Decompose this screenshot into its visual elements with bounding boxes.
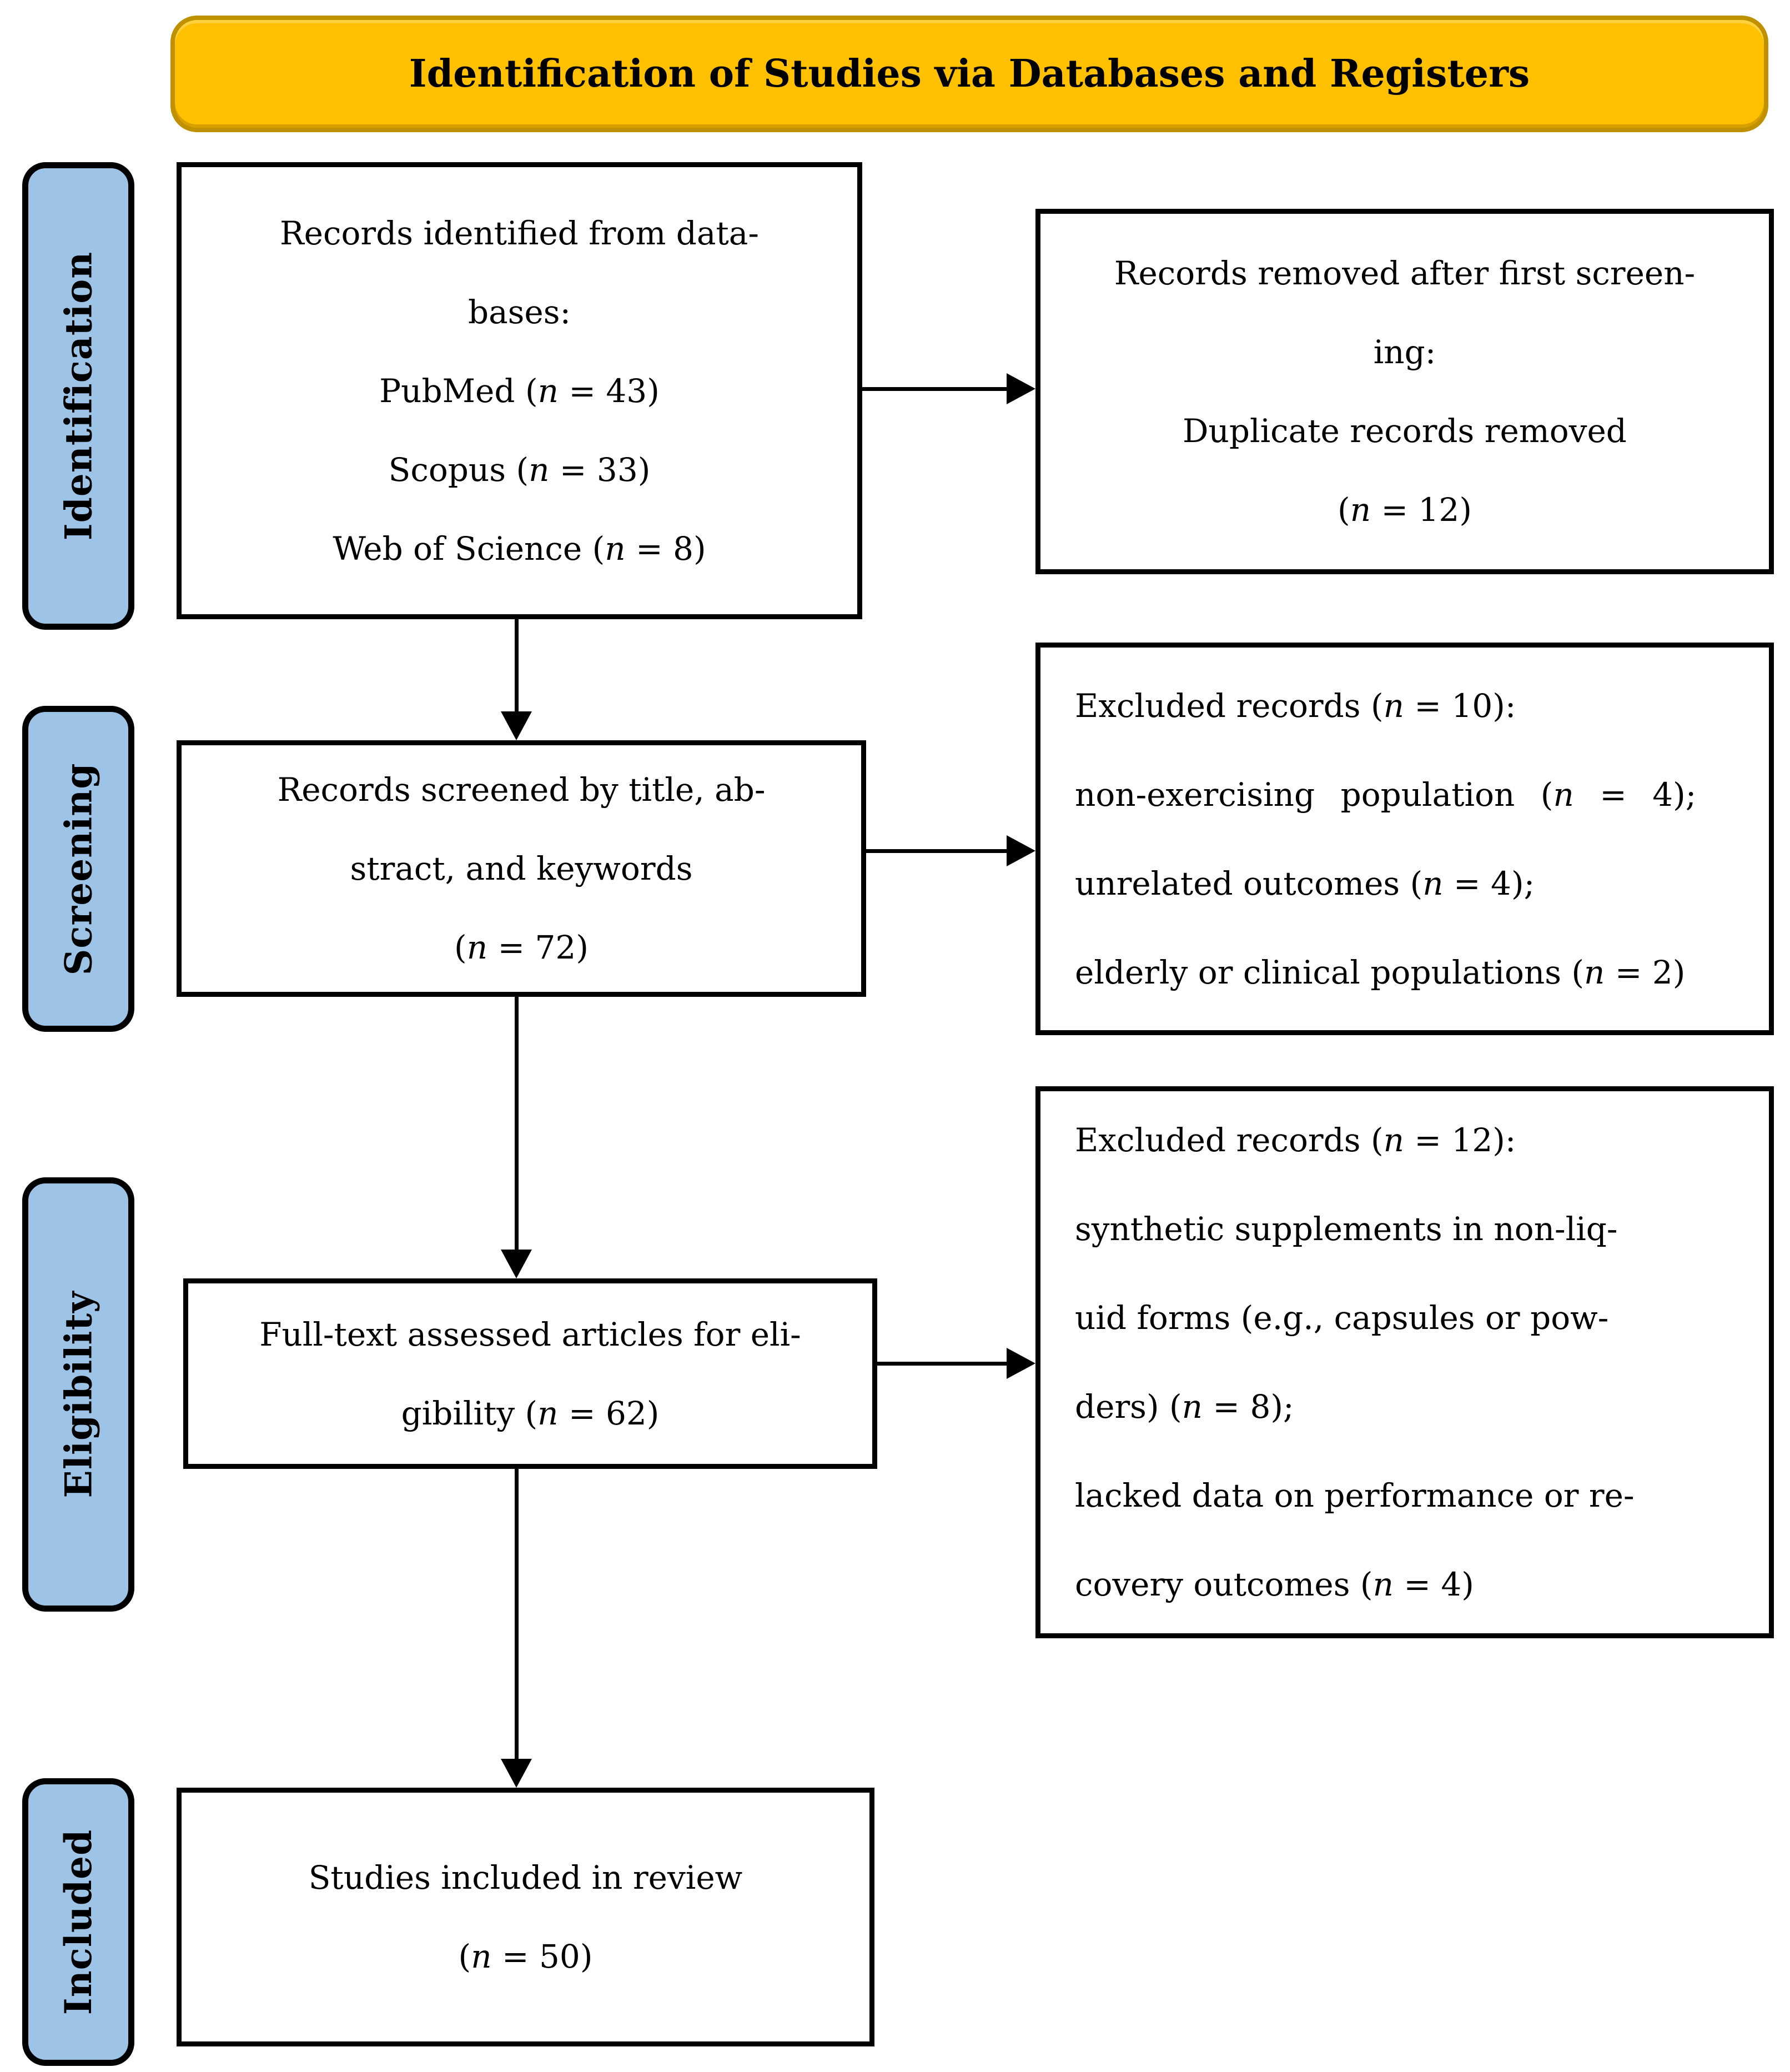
arrowhead-down-icon bbox=[501, 711, 532, 740]
box-records-removed-first-screening: Records removed after first screen-ing: D… bbox=[1035, 209, 1774, 574]
text-line: PubMed (n = 43) bbox=[379, 372, 660, 410]
text-line: lacked data on performance or re- bbox=[1075, 1477, 1635, 1514]
arrowhead-right-icon bbox=[1007, 373, 1035, 404]
stage-label-eligibility: Eligibility bbox=[22, 1177, 134, 1612]
text-line: (n = 50) bbox=[458, 1938, 593, 1975]
text-line: gibility (n = 62) bbox=[401, 1394, 660, 1432]
box-records-identified: Records identified from data-bases: PubMe… bbox=[177, 162, 862, 619]
box-excluded-records-screening: Excluded records (n = 10): non-exercising… bbox=[1035, 643, 1774, 1035]
stage-label-text: Identification bbox=[57, 251, 100, 541]
arrow-screened-to-excluded bbox=[866, 849, 1008, 853]
stage-label-text: Screening bbox=[57, 762, 100, 975]
text-line: elderly or clinical populations (n = 2) bbox=[1075, 953, 1686, 991]
arrow-identified-to-removed bbox=[862, 387, 1008, 391]
box-studies-included: Studies included in review (n = 50) bbox=[177, 1788, 874, 2046]
text-line: Scopus (n = 33) bbox=[388, 450, 651, 489]
arrow-screened-to-fulltext bbox=[515, 997, 519, 1252]
arrow-fulltext-to-included bbox=[515, 1469, 519, 1761]
text-line: Records screened by title, ab- bbox=[277, 771, 766, 809]
text-line: bases: bbox=[467, 293, 571, 331]
text-line: (n = 72) bbox=[454, 929, 589, 966]
box-excluded-records-fulltext: Excluded records (n = 12): synthetic supp… bbox=[1035, 1086, 1774, 1638]
text-line: stract, and keywords bbox=[350, 850, 693, 887]
text-line: Excluded records (n = 10): bbox=[1075, 686, 1516, 725]
text-line: ders) (n = 8); bbox=[1075, 1388, 1294, 1426]
stage-label-text: Included bbox=[57, 1829, 100, 2015]
text-line: Records identified from data- bbox=[280, 214, 759, 252]
arrow-fulltext-to-excluded bbox=[877, 1362, 1008, 1366]
arrowhead-down-icon bbox=[501, 1759, 532, 1788]
diagram-title: Identification of Studies via Databases … bbox=[409, 52, 1530, 96]
title-banner: Identification of Studies via Databases … bbox=[170, 16, 1768, 132]
text-line: Excluded records (n = 12): bbox=[1075, 1121, 1516, 1159]
text-line: Duplicate records removed bbox=[1183, 412, 1627, 450]
text-line: ing: bbox=[1373, 333, 1436, 371]
text-line: (n = 12) bbox=[1338, 491, 1472, 529]
box-fulltext-assessed: Full-text assessed articles for eli-gibi… bbox=[183, 1278, 877, 1469]
stage-label-included: Included bbox=[22, 1778, 134, 2066]
text-line: uid forms (e.g., capsules or pow- bbox=[1075, 1299, 1609, 1337]
stage-label-screening: Screening bbox=[22, 706, 134, 1032]
arrowhead-down-icon bbox=[501, 1250, 532, 1278]
stage-label-identification: Identification bbox=[22, 162, 134, 630]
text-line: Web of Science (n = 8) bbox=[333, 529, 706, 568]
text-line: synthetic supplements in non-liq- bbox=[1075, 1210, 1618, 1248]
text-line: Full-text assessed articles for eli- bbox=[259, 1315, 801, 1353]
arrowhead-right-icon bbox=[1007, 835, 1035, 866]
box-records-screened: Records screened by title, ab-stract, an… bbox=[177, 740, 866, 997]
text-line: Studies included in review bbox=[308, 1859, 743, 1897]
arrowhead-right-icon bbox=[1007, 1348, 1035, 1379]
arrow-identified-to-screened bbox=[515, 619, 519, 714]
text-line: Records removed after first screen- bbox=[1114, 254, 1696, 292]
text-line: covery outcomes (n = 4) bbox=[1075, 1566, 1474, 1603]
stage-label-text: Eligibility bbox=[57, 1291, 100, 1498]
text-line: unrelated outcomes (n = 4); bbox=[1075, 864, 1535, 902]
text-line: non-exercising population (n = 4); bbox=[1075, 775, 1697, 814]
